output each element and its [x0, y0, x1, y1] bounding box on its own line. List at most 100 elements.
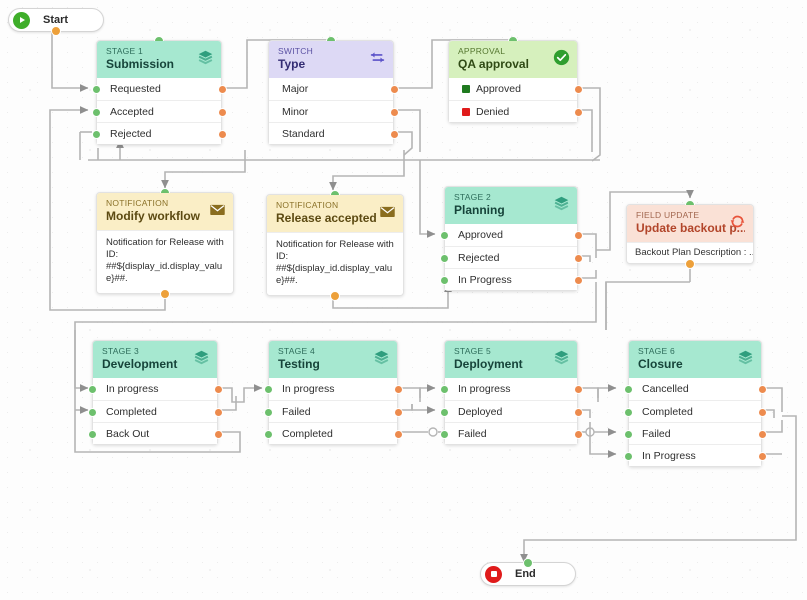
- row-output-port[interactable]: [389, 84, 399, 94]
- node-stage-1[interactable]: STAGE 1 Submission Requested Accepted: [91, 35, 227, 145]
- row-output-port[interactable]: [393, 429, 403, 439]
- row-output-port[interactable]: [757, 384, 767, 394]
- row-in-progress[interactable]: In progress: [439, 378, 583, 400]
- row-output-port[interactable]: [393, 384, 403, 394]
- row-completed[interactable]: Completed: [263, 422, 403, 444]
- node-stage-2[interactable]: STAGE 2 Planning Approved Rejected: [439, 186, 583, 291]
- row-accepted[interactable]: Accepted: [91, 100, 227, 122]
- row-output-port[interactable]: [389, 107, 399, 117]
- end-input-port[interactable]: [523, 558, 533, 568]
- row-output-port[interactable]: [217, 129, 227, 139]
- node-switch-type[interactable]: SWITCH Type Major Minor Standard: [268, 35, 399, 145]
- row-minor[interactable]: Minor: [269, 100, 399, 122]
- row-requested[interactable]: Requested: [91, 78, 227, 100]
- row-input-port[interactable]: [263, 384, 273, 394]
- row-input-port[interactable]: [623, 384, 633, 394]
- row-output-port[interactable]: [573, 275, 583, 285]
- row-output-port[interactable]: [573, 384, 583, 394]
- row-approved[interactable]: Approved: [439, 224, 583, 246]
- node-notification-release-accepted[interactable]: NOTIFICATION Release accepted Notificati…: [266, 189, 404, 301]
- node-approval-qa[interactable]: APPROVAL QA approval Approved Denied: [448, 35, 583, 123]
- row-output-port[interactable]: [757, 429, 767, 439]
- row-output-port[interactable]: [573, 230, 583, 240]
- row-output-port[interactable]: [217, 107, 227, 117]
- node-output-port-bottom[interactable]: [330, 290, 340, 301]
- node-notification-modify-workflow[interactable]: NOTIFICATION Modify workflow Notificatio…: [96, 187, 234, 299]
- row-rejected[interactable]: Rejected: [439, 246, 583, 268]
- node-kind: SWITCH: [278, 46, 314, 56]
- node-field-update[interactable]: FIELD UPDATE Update backout p... Backout…: [626, 199, 754, 269]
- node-header: SWITCH Type: [269, 41, 393, 78]
- row-output-port[interactable]: [573, 253, 583, 263]
- row-input-port[interactable]: [439, 275, 449, 285]
- row-cancelled[interactable]: Cancelled: [623, 378, 767, 400]
- row-deployed[interactable]: Deployed: [439, 400, 583, 422]
- row-denied[interactable]: Denied: [449, 100, 583, 122]
- row-output-port[interactable]: [573, 429, 583, 439]
- row-input-port[interactable]: [439, 407, 449, 417]
- row-standard[interactable]: Standard: [269, 122, 399, 144]
- node-stage-6[interactable]: STAGE 6 Closure Cancelled Completed: [623, 340, 767, 467]
- row-label: Rejected: [110, 127, 152, 140]
- node-output-port-bottom[interactable]: [160, 288, 170, 299]
- row-in-progress[interactable]: In Progress: [439, 268, 583, 290]
- row-label: Minor: [282, 105, 309, 118]
- row-output-port[interactable]: [757, 407, 767, 417]
- row-output-port[interactable]: [213, 407, 223, 417]
- row-input-port[interactable]: [623, 451, 633, 461]
- row-label: In progress: [282, 383, 335, 395]
- row-output-port[interactable]: [389, 129, 399, 139]
- row-back-out[interactable]: Back Out: [87, 422, 223, 444]
- row-output-port[interactable]: [573, 407, 583, 417]
- node-header: STAGE 3 Development: [93, 341, 217, 378]
- row-approved[interactable]: Approved: [449, 78, 583, 100]
- start-node[interactable]: Start: [8, 8, 104, 36]
- row-failed[interactable]: Failed: [623, 422, 767, 444]
- row-input-port[interactable]: [439, 230, 449, 240]
- row-input-port[interactable]: [91, 129, 101, 139]
- node-kind: STAGE 6: [638, 346, 676, 356]
- row-output-port[interactable]: [213, 429, 223, 439]
- field-update-row[interactable]: Backout Plan Description : ...: [627, 242, 753, 263]
- node-rows: In progress Deployed Failed: [439, 378, 583, 444]
- row-input-port[interactable]: [439, 384, 449, 394]
- start-output-port[interactable]: [51, 26, 61, 36]
- row-input-port[interactable]: [91, 107, 101, 117]
- row-input-port[interactable]: [623, 407, 633, 417]
- row-input-port[interactable]: [263, 407, 273, 417]
- node-output-port-bottom[interactable]: [685, 258, 695, 269]
- row-in-progress[interactable]: In progress: [263, 378, 403, 400]
- node-rows: Cancelled Completed Failed In Progress: [623, 378, 767, 466]
- envelope-icon: [379, 203, 396, 220]
- row-input-port[interactable]: [439, 429, 449, 439]
- layers-icon: [197, 49, 214, 66]
- end-node[interactable]: End: [480, 558, 576, 586]
- row-failed[interactable]: Failed: [439, 422, 583, 444]
- row-input-port[interactable]: [91, 84, 101, 94]
- node-stage-3[interactable]: STAGE 3 Development In progress Complete…: [87, 340, 223, 445]
- row-output-port[interactable]: [573, 84, 583, 94]
- row-completed[interactable]: Completed: [623, 400, 767, 422]
- row-failed[interactable]: Failed: [263, 400, 403, 422]
- row-input-port[interactable]: [263, 429, 273, 439]
- row-major[interactable]: Major: [269, 78, 399, 100]
- row-output-port[interactable]: [573, 107, 583, 117]
- row-input-port[interactable]: [623, 429, 633, 439]
- row-input-port[interactable]: [87, 429, 97, 439]
- row-in-progress[interactable]: In progress: [87, 378, 223, 400]
- row-output-port[interactable]: [213, 384, 223, 394]
- row-completed[interactable]: Completed: [87, 400, 223, 422]
- row-input-port[interactable]: [87, 384, 97, 394]
- row-output-port[interactable]: [757, 451, 767, 461]
- node-header: STAGE 6 Closure: [629, 341, 761, 378]
- row-input-port[interactable]: [87, 407, 97, 417]
- row-input-port[interactable]: [439, 253, 449, 263]
- node-stage-4[interactable]: STAGE 4 Testing In progress Failed: [263, 340, 403, 445]
- row-rejected[interactable]: Rejected: [91, 122, 227, 144]
- row-in-progress[interactable]: In Progress: [623, 444, 767, 466]
- node-stage-5[interactable]: STAGE 5 Deployment In progress Deployed: [439, 340, 583, 445]
- row-output-port[interactable]: [217, 84, 227, 94]
- row-output-port[interactable]: [393, 407, 403, 417]
- row-label: Completed: [282, 427, 333, 440]
